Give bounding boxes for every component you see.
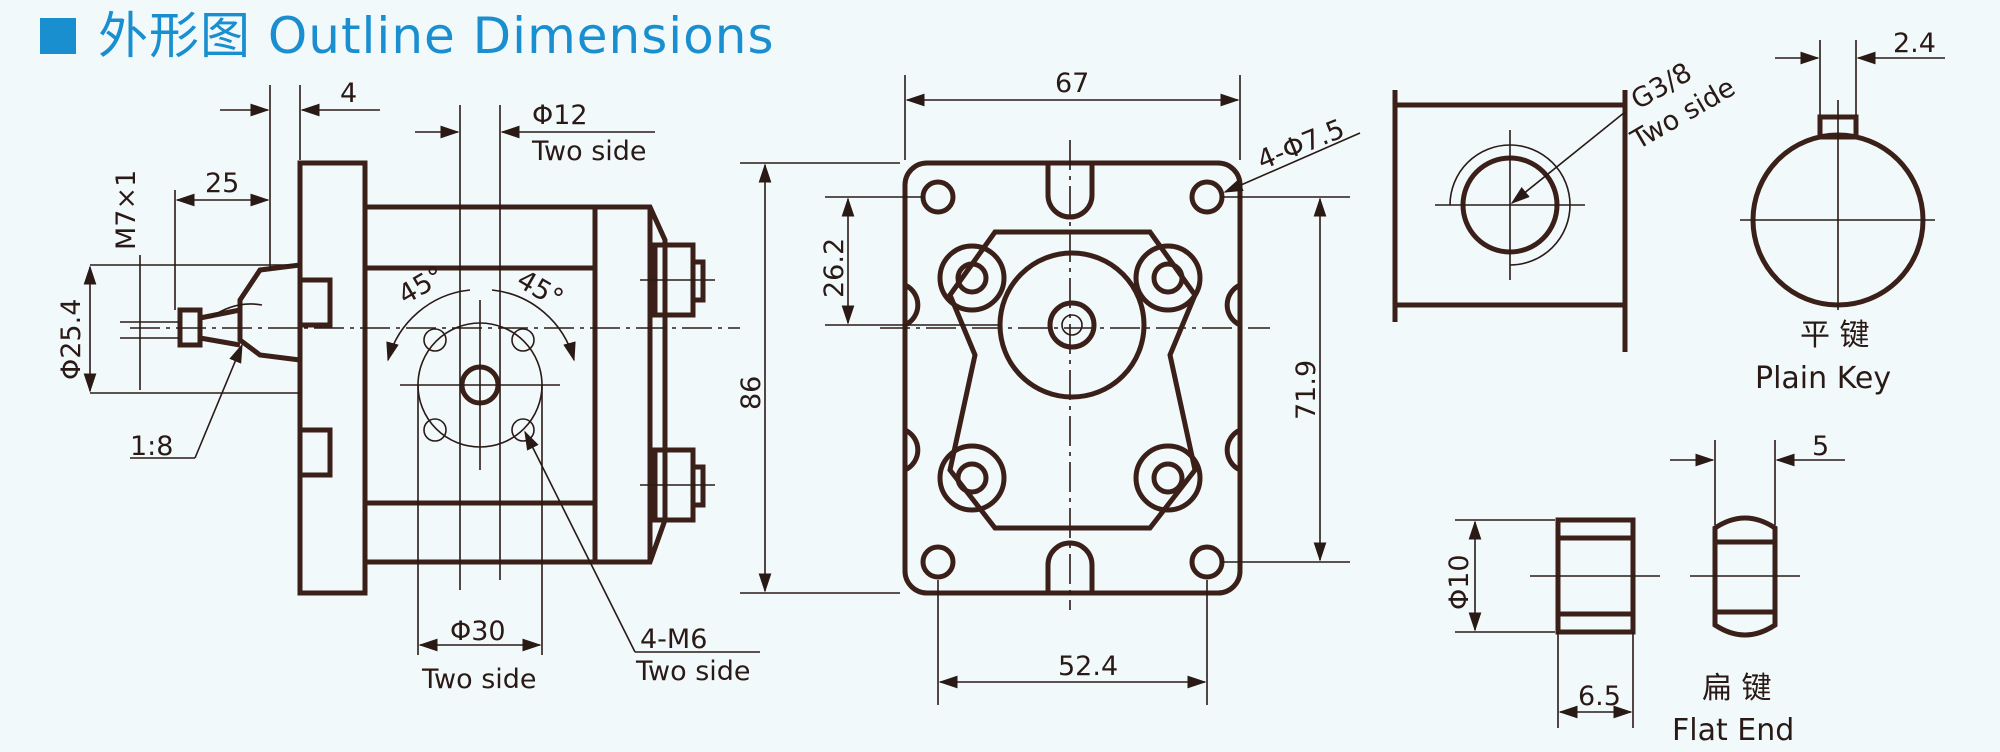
dim-m6-note: Two side <box>635 656 751 687</box>
front-mount-hole-br <box>1189 544 1225 580</box>
plain-key-label-cn: 平 键 <box>1800 318 1870 353</box>
dim-holes: 4-Φ7.5 <box>1253 114 1349 177</box>
front-mount-hole-tl <box>920 179 956 215</box>
dim-phi30-note: Two side <box>421 664 537 695</box>
dim-26-2: 26.2 <box>819 238 850 298</box>
dim-phi10: Φ10 <box>1444 554 1475 610</box>
side-view: 4 25 Φ25.4 M7×1 1:8 Φ12 Two side 45° 45°… <box>56 78 760 695</box>
dim-taper: 1:8 <box>130 431 173 462</box>
front-bolts <box>937 243 1203 513</box>
plain-key-view: 2.4 平 键 Plain Key <box>1740 28 1945 396</box>
dim-86: 86 <box>736 376 767 410</box>
dim-angle-right: 45° <box>512 264 569 315</box>
side-flange <box>297 160 368 596</box>
front-mount-hole-bl <box>920 544 956 580</box>
dim-2-4: 2.4 <box>1893 28 1936 59</box>
dim-m6: 4-M6 <box>640 624 707 655</box>
flat-end-front <box>1712 515 1778 638</box>
side-body <box>362 204 598 565</box>
page-title: 外形图 Outline Dimensions <box>98 7 775 65</box>
side-shaft-taper <box>237 262 301 363</box>
header-square-icon <box>40 18 76 54</box>
port-view: G3/8 Two side <box>1392 57 1741 352</box>
flat-end-view: Φ10 6.5 5 扁 键 Flat End <box>1444 431 1845 748</box>
plain-key-label-en: Plain Key <box>1755 361 1891 396</box>
dim-phi25-4: Φ25.4 <box>56 299 87 380</box>
flat-end-label-en: Flat End <box>1672 713 1794 748</box>
page-header: 外形图 Outline Dimensions <box>40 6 775 66</box>
dim-m7: M7×1 <box>111 170 142 250</box>
dim-4: 4 <box>340 78 357 109</box>
front-plate <box>902 160 1243 596</box>
dim-phi12: Φ12 <box>532 100 588 131</box>
dim-6-5: 6.5 <box>1578 681 1621 712</box>
front-mount-hole-tr <box>1189 179 1225 215</box>
front-view: 67 86 26.2 71.9 52.4 4-Φ7.5 <box>736 68 1361 705</box>
side-flange-boss-top <box>297 277 333 328</box>
dim-52-4: 52.4 <box>1058 651 1118 682</box>
flat-end-label-cn: 扁 键 <box>1702 671 1772 706</box>
dim-71-9: 71.9 <box>1291 360 1322 420</box>
dim-25: 25 <box>205 168 239 199</box>
dim-5: 5 <box>1812 431 1829 462</box>
side-rear-cover <box>595 204 668 565</box>
front-pilot <box>997 250 1147 400</box>
dim-phi12-note: Two side <box>531 136 647 167</box>
dim-67: 67 <box>1055 68 1089 99</box>
side-flange-boss-bottom <box>297 427 333 478</box>
dim-phi30: Φ30 <box>450 616 506 647</box>
